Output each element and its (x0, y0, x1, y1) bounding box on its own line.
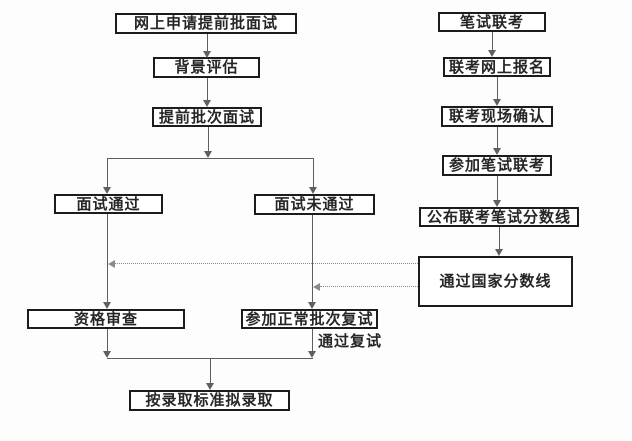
connector-score-line-to-national-line (499, 227, 500, 249)
connector-failed-to-retest (312, 215, 313, 302)
arrowhead-down-icon (488, 50, 496, 57)
node-interview-passed: 面试通过 (54, 194, 163, 214)
node-apply-online: 网上申请提前批面试 (115, 13, 297, 34)
node-early-batch-interview: 提前批次面试 (152, 107, 262, 127)
arrowhead-down-icon (493, 200, 501, 207)
arrowhead-left-icon (313, 283, 320, 291)
arrowhead-down-icon (309, 187, 317, 194)
connector-take-exam-to-score-line (497, 176, 498, 200)
arrowhead-down-icon (203, 100, 211, 107)
arrowhead-down-icon (493, 148, 501, 155)
arrowhead-down-icon (103, 187, 111, 194)
connector-evaluation-to-interview (207, 78, 208, 100)
arrowhead-down-icon (308, 351, 316, 358)
connector-retest-to-merge (312, 329, 313, 351)
connector-review-to-merge (107, 329, 108, 351)
connector-branch-to-failed (313, 158, 314, 187)
arrowhead-down-icon (204, 151, 212, 158)
arrowhead-down-icon (495, 249, 503, 256)
node-written-joint-exam: 笔试联考 (438, 12, 546, 32)
node-normal-batch-retest: 参加正常批次复试 (241, 309, 378, 329)
node-take-joint-exam: 参加笔试联考 (442, 155, 552, 176)
dotted-link-to-failed-branch (320, 286, 418, 287)
connector-exam-to-registration (492, 32, 493, 50)
connector-confirmation-to-take-exam (497, 127, 498, 148)
arrowhead-down-icon (493, 99, 501, 106)
arrowhead-down-icon (203, 51, 211, 58)
arrowhead-left-icon (108, 260, 115, 268)
dotted-link-to-passed-branch (115, 263, 418, 264)
node-pass-national-line: 通过国家分数线 (418, 256, 573, 307)
arrowhead-down-icon (103, 302, 111, 309)
connector-interview-to-branch (208, 127, 209, 151)
node-announce-score-line: 公布联考笔试分数线 (419, 207, 579, 227)
connector-apply-to-evaluation (207, 34, 208, 51)
node-background-evaluation: 背景评估 (153, 57, 260, 78)
connector-branch-to-passed (107, 158, 108, 187)
branch-bar (107, 158, 313, 159)
node-onsite-confirmation: 联考现场确认 (441, 106, 553, 127)
arrowhead-down-icon (206, 383, 214, 390)
edge-label-pass-retest: 通过复试 (318, 333, 383, 350)
node-online-registration: 联考网上报名 (443, 57, 551, 77)
node-proposed-admission: 按录取标准拟录取 (129, 390, 290, 411)
arrowhead-down-icon (308, 302, 316, 309)
arrowhead-down-icon (103, 351, 111, 358)
node-qualification-review: 资格审查 (27, 309, 185, 329)
node-interview-failed: 面试未通过 (254, 194, 375, 215)
connector-passed-to-review (107, 214, 108, 302)
connector-merge-to-admission (210, 358, 211, 383)
connector-registration-to-confirmation (497, 77, 498, 99)
